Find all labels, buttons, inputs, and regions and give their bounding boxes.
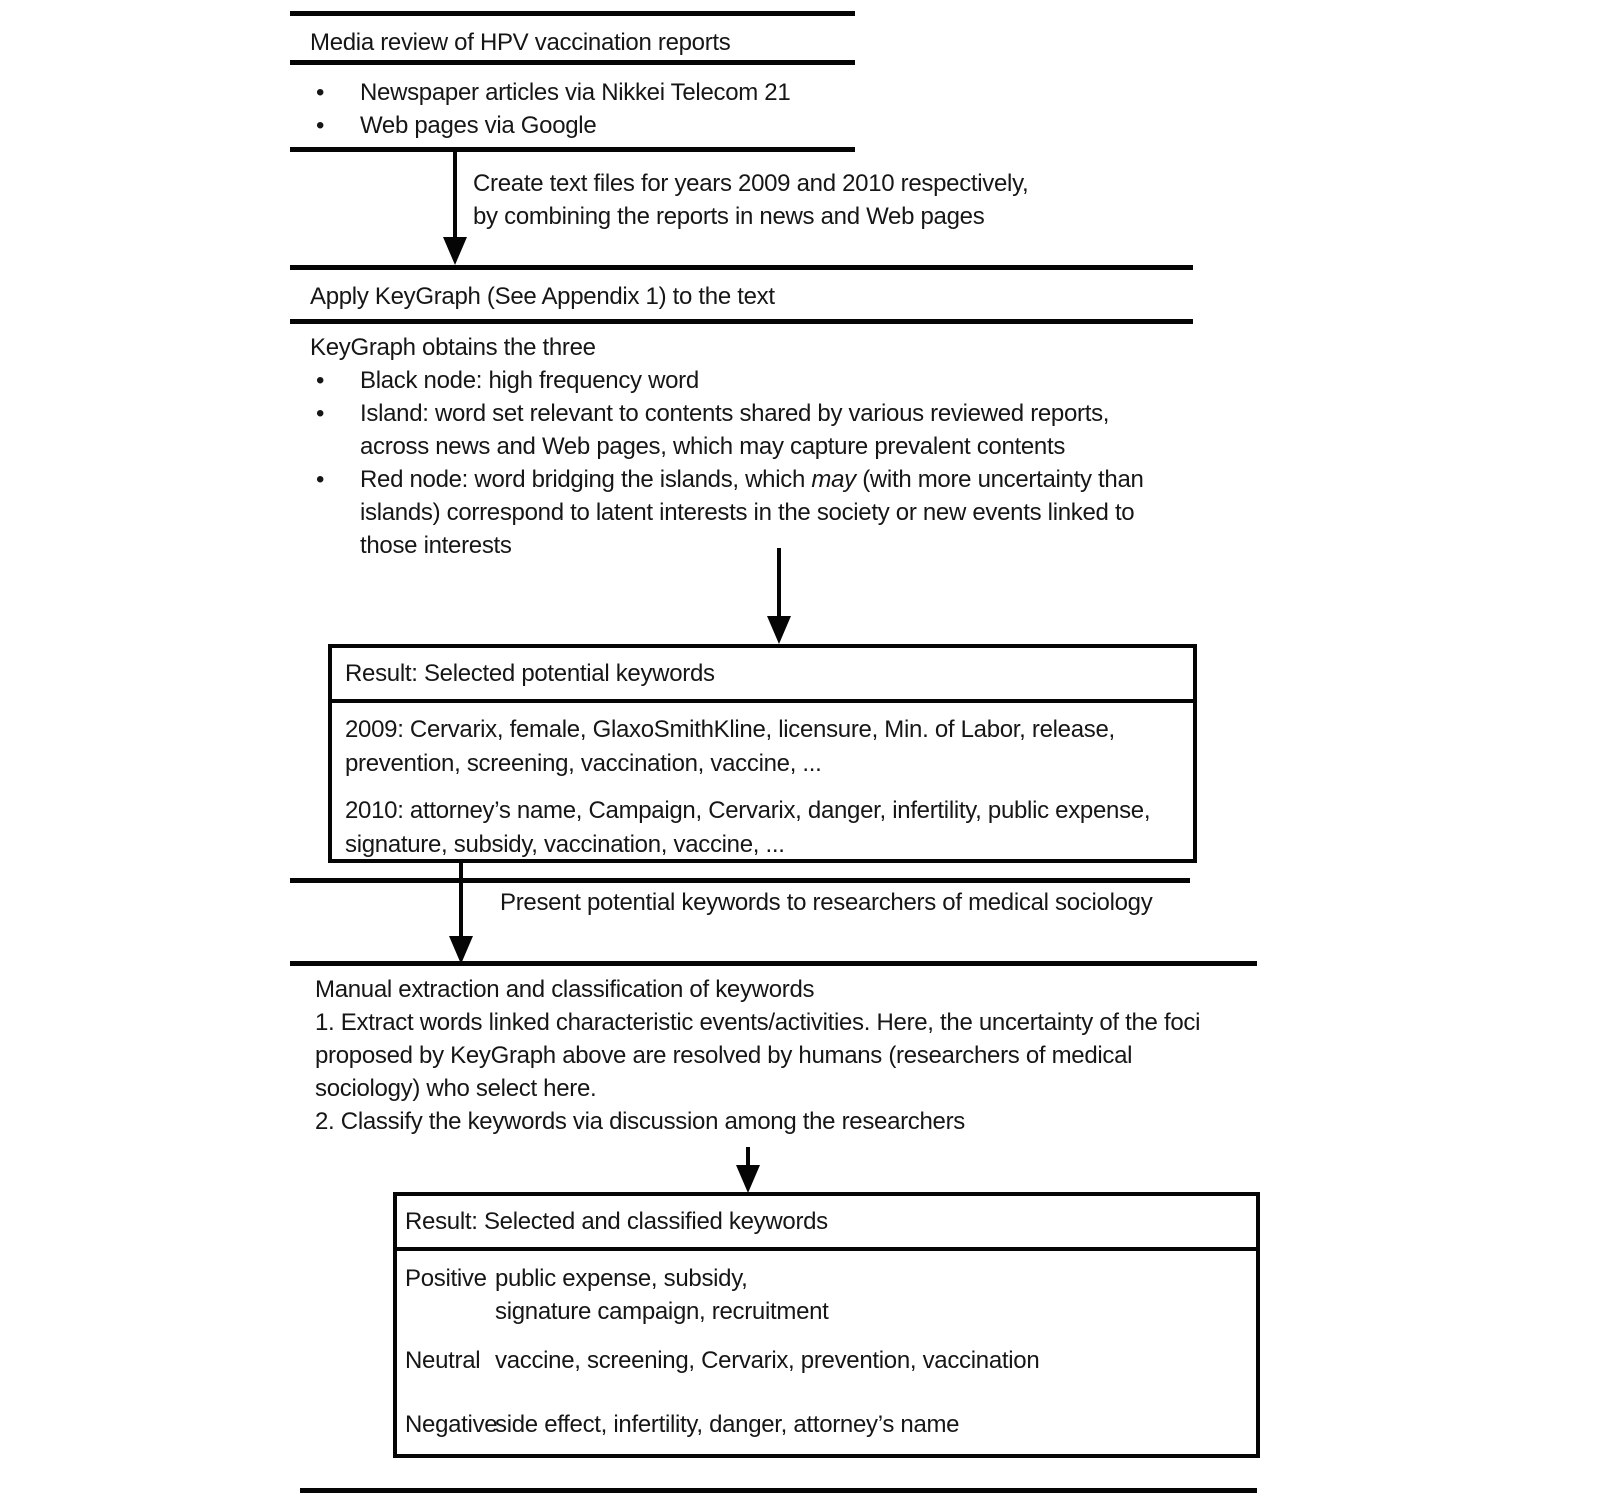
bullet-icon: • xyxy=(316,79,325,106)
list-item: • Black node: high frequency word xyxy=(310,364,1190,397)
red-node-label: Red node: word bridging the islands, whi… xyxy=(360,466,1144,559)
bullet-icon: • xyxy=(316,400,325,427)
sentiment-label: Positive xyxy=(405,1265,487,1292)
result-box-header: Result: Selected and classified keywords xyxy=(397,1196,1256,1251)
sentiment-keywords: public expense, subsidy,signature campai… xyxy=(495,1265,829,1325)
keywords-2010: 2010: attorney’s name, Campaign, Cervari… xyxy=(345,797,1151,858)
island-label: Island: word set relevant to contents sh… xyxy=(360,400,1110,460)
media-review-title: Media review of HPV vaccination reports xyxy=(310,29,731,56)
list-item: • Newspaper articles via Nikkei Telecom … xyxy=(310,76,930,109)
result-box-body: 2009: Cervarix, female, GlaxoSmithKline,… xyxy=(332,703,1193,862)
bullet-icon: • xyxy=(316,112,325,139)
result-box-body: Positive public expense, subsidy,signatu… xyxy=(397,1251,1256,1441)
down-arrowhead-icon xyxy=(449,936,473,964)
apply-keygraph-label: Apply KeyGraph (See Appendix 1) to the t… xyxy=(310,283,775,310)
down-arrow-icon xyxy=(453,150,457,240)
down-arrowhead-icon xyxy=(767,616,791,644)
down-arrow-icon xyxy=(777,548,781,620)
sentiment-label: Neutral xyxy=(405,1347,481,1374)
keywords-2009: 2009: Cervarix, female, GlaxoSmithKline,… xyxy=(345,716,1115,777)
rule-bottom xyxy=(300,1488,1257,1493)
keygraph-description: KeyGraph obtains the three • Black node:… xyxy=(310,331,1190,562)
result-box-header: Result: Selected potential keywords xyxy=(332,648,1193,703)
result-potential-keywords-box: Result: Selected potential keywords 2009… xyxy=(328,644,1197,863)
result-classified-keywords-box: Result: Selected and classified keywords… xyxy=(393,1192,1260,1458)
rule-under-sources xyxy=(290,147,855,152)
rule-top xyxy=(290,11,855,16)
down-arrowhead-icon xyxy=(443,237,467,265)
list-item: • Island: word set relevant to contents … xyxy=(310,397,1190,463)
create-files-label: Create text files for years 2009 and 201… xyxy=(473,170,1029,230)
down-arrow-icon xyxy=(459,862,463,940)
rule-apply-top xyxy=(290,265,1193,270)
bullet-icon: • xyxy=(316,466,325,493)
bullet-icon: • xyxy=(316,367,325,394)
list-item: • Red node: word bridging the islands, w… xyxy=(310,463,1190,562)
down-arrow-icon xyxy=(746,1147,750,1169)
list-item: • Web pages via Google xyxy=(310,109,930,142)
sentiment-label: Negative xyxy=(405,1411,498,1438)
keygraph-intro: KeyGraph obtains the three xyxy=(310,334,596,361)
list-item-label: Newspaper articles via Nikkei Telecom 21 xyxy=(360,79,791,106)
table-row: Negative side effect, infertility, dange… xyxy=(405,1408,1256,1441)
down-arrowhead-icon xyxy=(736,1165,760,1193)
list-item-label: Web pages via Google xyxy=(360,112,597,139)
manual-extraction-text: Manual extraction and classification of … xyxy=(315,976,1201,1135)
rule-present-top xyxy=(290,878,1190,883)
table-row: Positive public expense, subsidy,signatu… xyxy=(405,1262,1256,1328)
sentiment-keywords: vaccine, screening, Cervarix, prevention… xyxy=(495,1347,1040,1374)
table-row: Neutral vaccine, screening, Cervarix, pr… xyxy=(405,1344,1256,1377)
media-sources-list: • Newspaper articles via Nikkei Telecom … xyxy=(310,76,930,142)
present-keywords-label: Present potential keywords to researcher… xyxy=(500,889,1153,916)
rule-under-title xyxy=(290,60,855,65)
sentiment-keywords: side effect, infertility, danger, attorn… xyxy=(495,1411,960,1438)
rule-apply-bottom xyxy=(290,319,1193,324)
black-node-label: Black node: high frequency word xyxy=(360,367,699,394)
rule-present-bottom xyxy=(290,961,1257,966)
